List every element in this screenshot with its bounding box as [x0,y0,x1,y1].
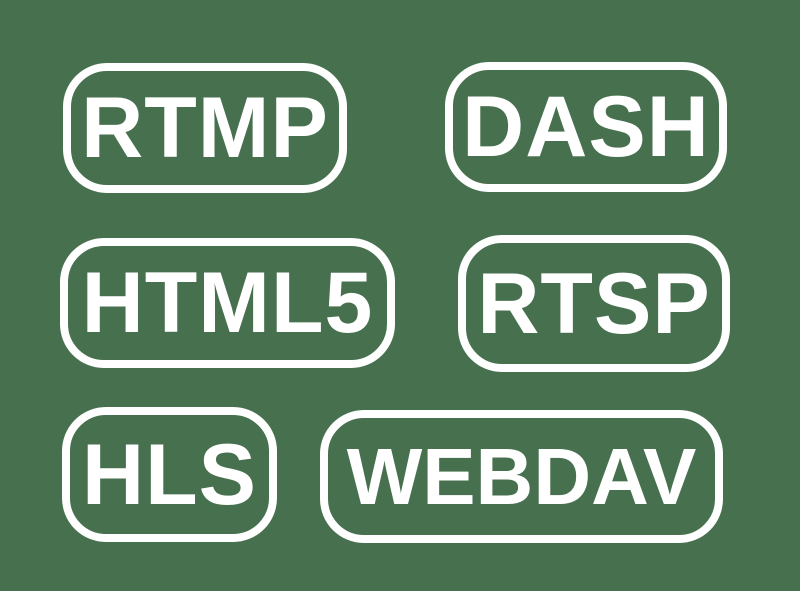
badge-hls: HLS [62,407,277,542]
badge-rtsp-label: RTSP [477,255,711,352]
badge-webdav-label: WEBDAV [346,431,697,521]
badge-rtsp: RTSP [458,235,730,372]
badge-html5: HTML5 [60,238,395,368]
badge-dash-label: DASH [462,79,710,175]
badge-hls-label: HLS [82,426,257,523]
badge-webdav: WEBDAV [320,410,723,543]
badge-html5-label: HTML5 [81,255,374,351]
badge-dash: DASH [445,62,727,192]
badge-rtmp: RTMP [63,63,347,193]
badge-rtmp-label: RTMP [81,80,329,176]
